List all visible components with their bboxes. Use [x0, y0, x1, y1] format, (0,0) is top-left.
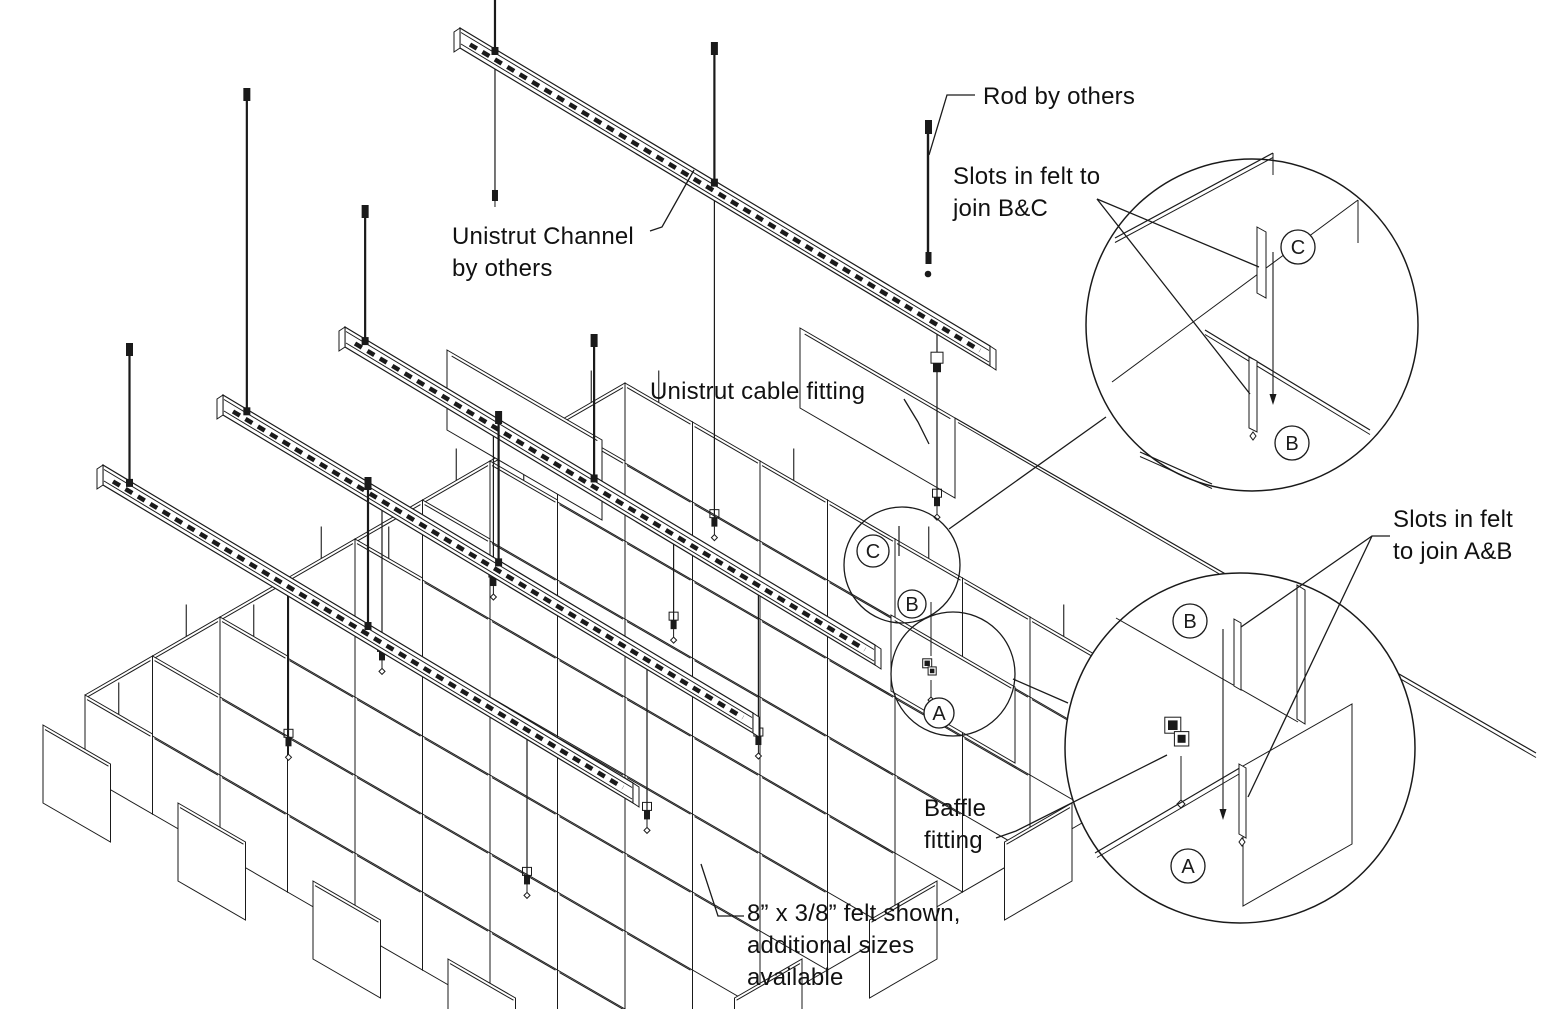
label-line: available: [747, 964, 844, 991]
label-line: to join A&B: [1393, 538, 1513, 565]
label-line: by others: [452, 255, 553, 282]
label-line: join B&C: [953, 195, 1048, 222]
label-line: 8” x 3/8” felt shown,: [747, 900, 961, 927]
detail-circle-bc: CB: [1085, 152, 1419, 492]
callout-letters: C B A: [856, 534, 955, 729]
exploded-edge-panels: [42, 724, 1073, 1009]
callout-letter: B: [905, 594, 918, 616]
callout-letter: C: [1291, 237, 1305, 259]
hanger-cables: [283, 68, 944, 900]
callout-letter: B: [1285, 433, 1298, 455]
label-felt-size-note: 8” x 3/8” felt shown, additional sizes a…: [747, 898, 961, 994]
label-unistrut-cable-fitting: Unistrut cable fitting: [650, 376, 865, 408]
label-line: Unistrut cable fitting: [650, 378, 866, 405]
reference-circles: [843, 506, 1016, 737]
callout-letter: B: [1183, 611, 1196, 633]
label-line: Slots in felt to: [953, 163, 1101, 190]
callout-letter: A: [1181, 856, 1195, 878]
unistrut-channels: [96, 26, 997, 808]
label-baffle-fitting: Baffle fitting: [924, 793, 986, 857]
hanger-rods: [126, 0, 718, 630]
label-slots-join-ab: Slots in felt to join A&B: [1393, 504, 1513, 568]
label-rod-by-others: Rod by others: [983, 81, 1135, 113]
label-slots-join-bc: Slots in felt to join B&C: [953, 161, 1100, 225]
label-line: fitting: [924, 827, 983, 854]
leader-lines: [649, 94, 1390, 917]
label-line: Rod by others: [983, 83, 1136, 110]
callout-letter: C: [866, 541, 880, 563]
label-line: Baffle: [924, 795, 987, 822]
callout-letter: A: [932, 703, 946, 725]
label-line: Unistrut Channel: [452, 223, 634, 250]
rod-by-others: [924, 120, 932, 278]
label-line: additional sizes: [747, 932, 915, 959]
label-line: Slots in felt: [1393, 506, 1513, 533]
detail-circle-ab: BA: [1064, 572, 1416, 924]
label-unistrut-channel: Unistrut Channel by others: [452, 221, 634, 285]
